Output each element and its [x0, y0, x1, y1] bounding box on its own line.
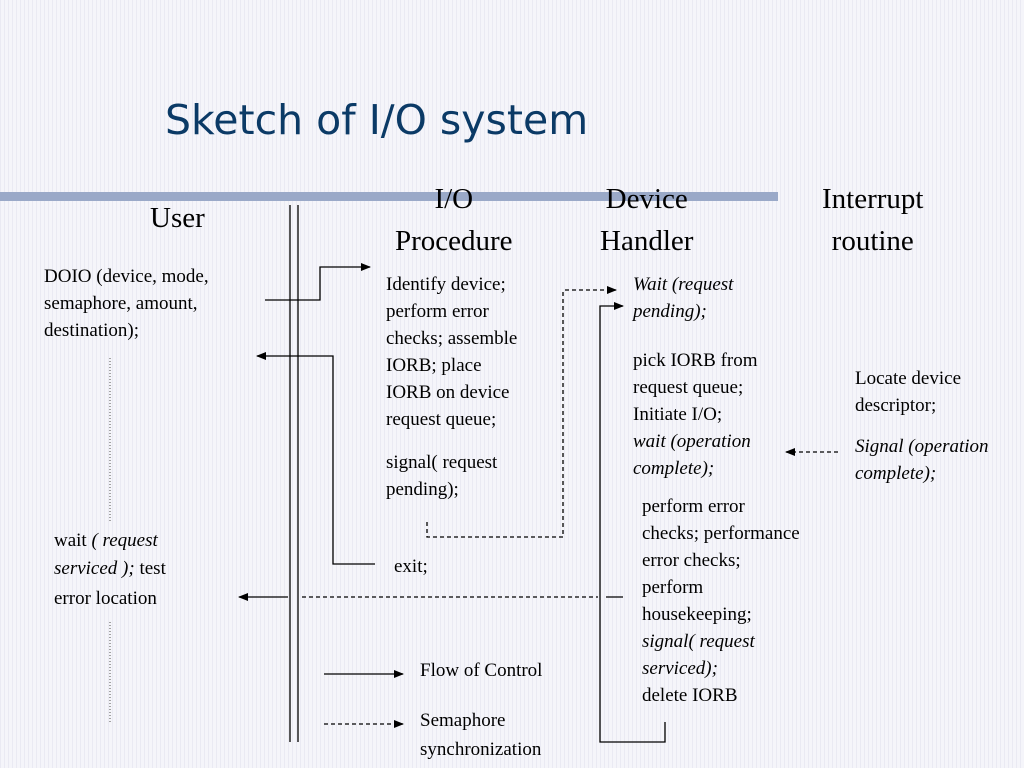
legend-sync-label: Semaphore synchronization [420, 710, 542, 760]
column-header-user: User [150, 202, 205, 234]
io-signal-block: signal( request pending); [386, 452, 498, 500]
flow-handler-loop [599, 302, 666, 743]
handler-wait-pending: Wait (request pending); [633, 274, 734, 322]
title-divider-bar [0, 192, 778, 201]
interrupt-signal-block: Signal (operation complete); [855, 436, 989, 484]
column-header-io-procedure: I/O Procedure [395, 183, 513, 257]
interrupt-locate-block: Locate device descriptor; [855, 368, 962, 416]
flow-doio-to-io-procedure [265, 263, 371, 301]
handler-perform-block: perform error checks; performance error … [642, 496, 800, 706]
user-doio-call: DOIO (device, mode, semaphore, amount, d… [44, 266, 209, 341]
user-wait-block: wait ( request serviced ); test error lo… [54, 530, 166, 609]
legend-flow-label: Flow of Control [420, 660, 543, 681]
io-exit: exit; [394, 556, 428, 577]
io-identify-block: Identify device; perform error checks; a… [386, 274, 518, 430]
flow-exit-to-user [256, 352, 375, 565]
page-title: Sketch of I/O system [165, 96, 589, 144]
sync-signal-pending-vertical [426, 290, 564, 538]
handler-pick-block: pick IORB from request queue; Initiate I… [633, 350, 758, 479]
column-header-device-handler: Device Handler [600, 183, 694, 257]
column-header-interrupt-routine: Interrupt routine [822, 183, 924, 257]
